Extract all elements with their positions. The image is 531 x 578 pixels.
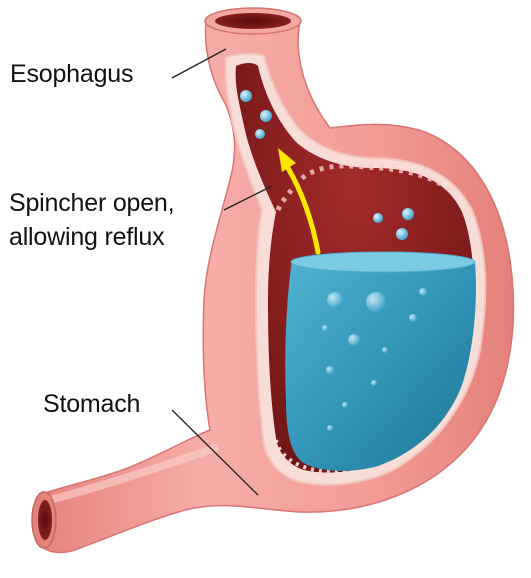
bubble <box>371 380 377 386</box>
droplet <box>260 110 272 122</box>
esophagus-lumen <box>215 13 291 29</box>
sphincter-label-line1: Spincher open, <box>9 188 174 218</box>
bubble <box>366 292 386 312</box>
bubble <box>326 366 334 374</box>
bubble <box>382 347 388 353</box>
esophagus-label: Esophagus <box>10 59 133 89</box>
droplet <box>240 90 252 102</box>
droplet <box>255 129 265 139</box>
bubble <box>327 425 333 431</box>
droplet <box>402 208 414 220</box>
bubble <box>409 314 417 322</box>
droplet <box>396 228 408 240</box>
acid-surface <box>291 252 475 272</box>
stomach-label: Stomach <box>43 389 140 419</box>
duodenum-lumen <box>38 500 52 540</box>
sphincter-label-line2: allowing reflux <box>9 222 164 252</box>
bubble <box>348 334 360 346</box>
bubble <box>327 292 343 308</box>
bubble <box>419 288 427 296</box>
bubble <box>342 402 348 408</box>
bubble <box>322 325 328 331</box>
droplet <box>373 213 383 223</box>
